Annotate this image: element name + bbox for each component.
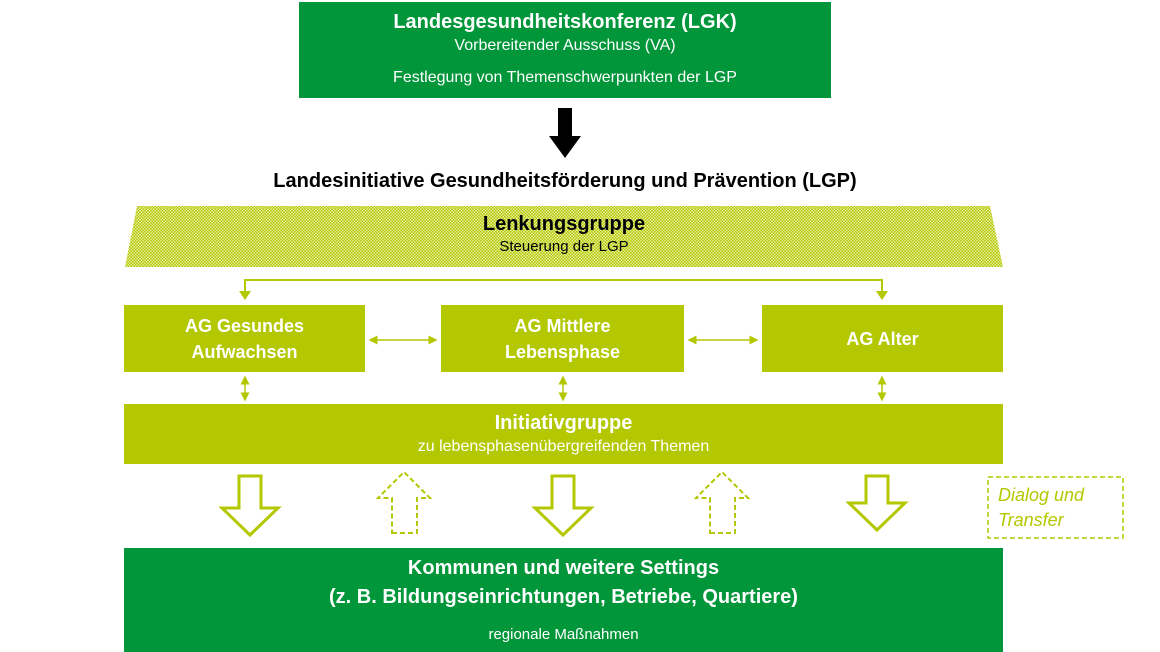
lgp-heading: Landesinitiative Gesundheitsförderung un… — [273, 170, 857, 192]
lgk-box: Landesgesundheitskonferenz (LGK) Vorbere… — [299, 2, 831, 98]
dialog-line: Transfer — [998, 510, 1064, 530]
main-down-arrow — [549, 108, 581, 158]
down-arrow-3 — [845, 474, 909, 533]
dialog-box-border — [987, 476, 1124, 539]
up-arrow-dashed-1 — [375, 470, 433, 534]
lenkung-title: Lenkungsgruppe — [482, 213, 646, 235]
lgk-title: Landesgesundheitskonferenz (LGK) — [393, 11, 737, 33]
kommunen-line1: Kommunen und weitere Settings — [407, 557, 720, 579]
ag-label: AG Alter — [846, 328, 919, 349]
lgk-note: Festlegung von Themenschwerpunkten der L… — [393, 69, 737, 86]
initiativ-subtitle: zu lebensphasenübergreifenden Themen — [417, 438, 710, 455]
ag-label: AG Gesundes — [184, 315, 305, 336]
kommunen-line2: (z. B. Bildungseinrichtungen, Betriebe, … — [329, 586, 798, 608]
initiativ-title: Initiativgruppe — [494, 412, 633, 434]
connector-arrowheads — [239, 291, 888, 300]
dialog-line: Dialog und — [998, 485, 1085, 505]
initiativgruppe: Initiativgruppe zu lebensphasenübergreif… — [124, 404, 1003, 464]
ag-label: Lebensphase — [504, 341, 621, 362]
kommunen-note: regionale Maßnahmen — [488, 626, 639, 643]
down-arrow-2 — [531, 474, 595, 538]
ag-alter: AG Alter — [762, 305, 1003, 372]
lenkung-subtitle: Steuerung der LGP — [499, 238, 629, 255]
lgk-subtitle: Vorbereitender Ausschuss (VA) — [454, 37, 676, 54]
lenkungsgruppe: Lenkungsgruppe Steuerung der LGP — [125, 213, 1003, 255]
ag-label: AG Mittlere — [514, 315, 611, 336]
kommunen-box: Kommunen und weitere Settings (z. B. Bil… — [124, 548, 1003, 652]
dialog-und-transfer: Dialog und Transfer — [998, 483, 1084, 533]
down-arrow-1 — [218, 474, 282, 538]
ag-label: Aufwachsen — [191, 341, 298, 362]
up-arrow-dashed-2 — [693, 470, 751, 534]
lenkungsgruppe-trapezoid — [125, 206, 1003, 267]
lenkung-connector — [244, 279, 883, 297]
